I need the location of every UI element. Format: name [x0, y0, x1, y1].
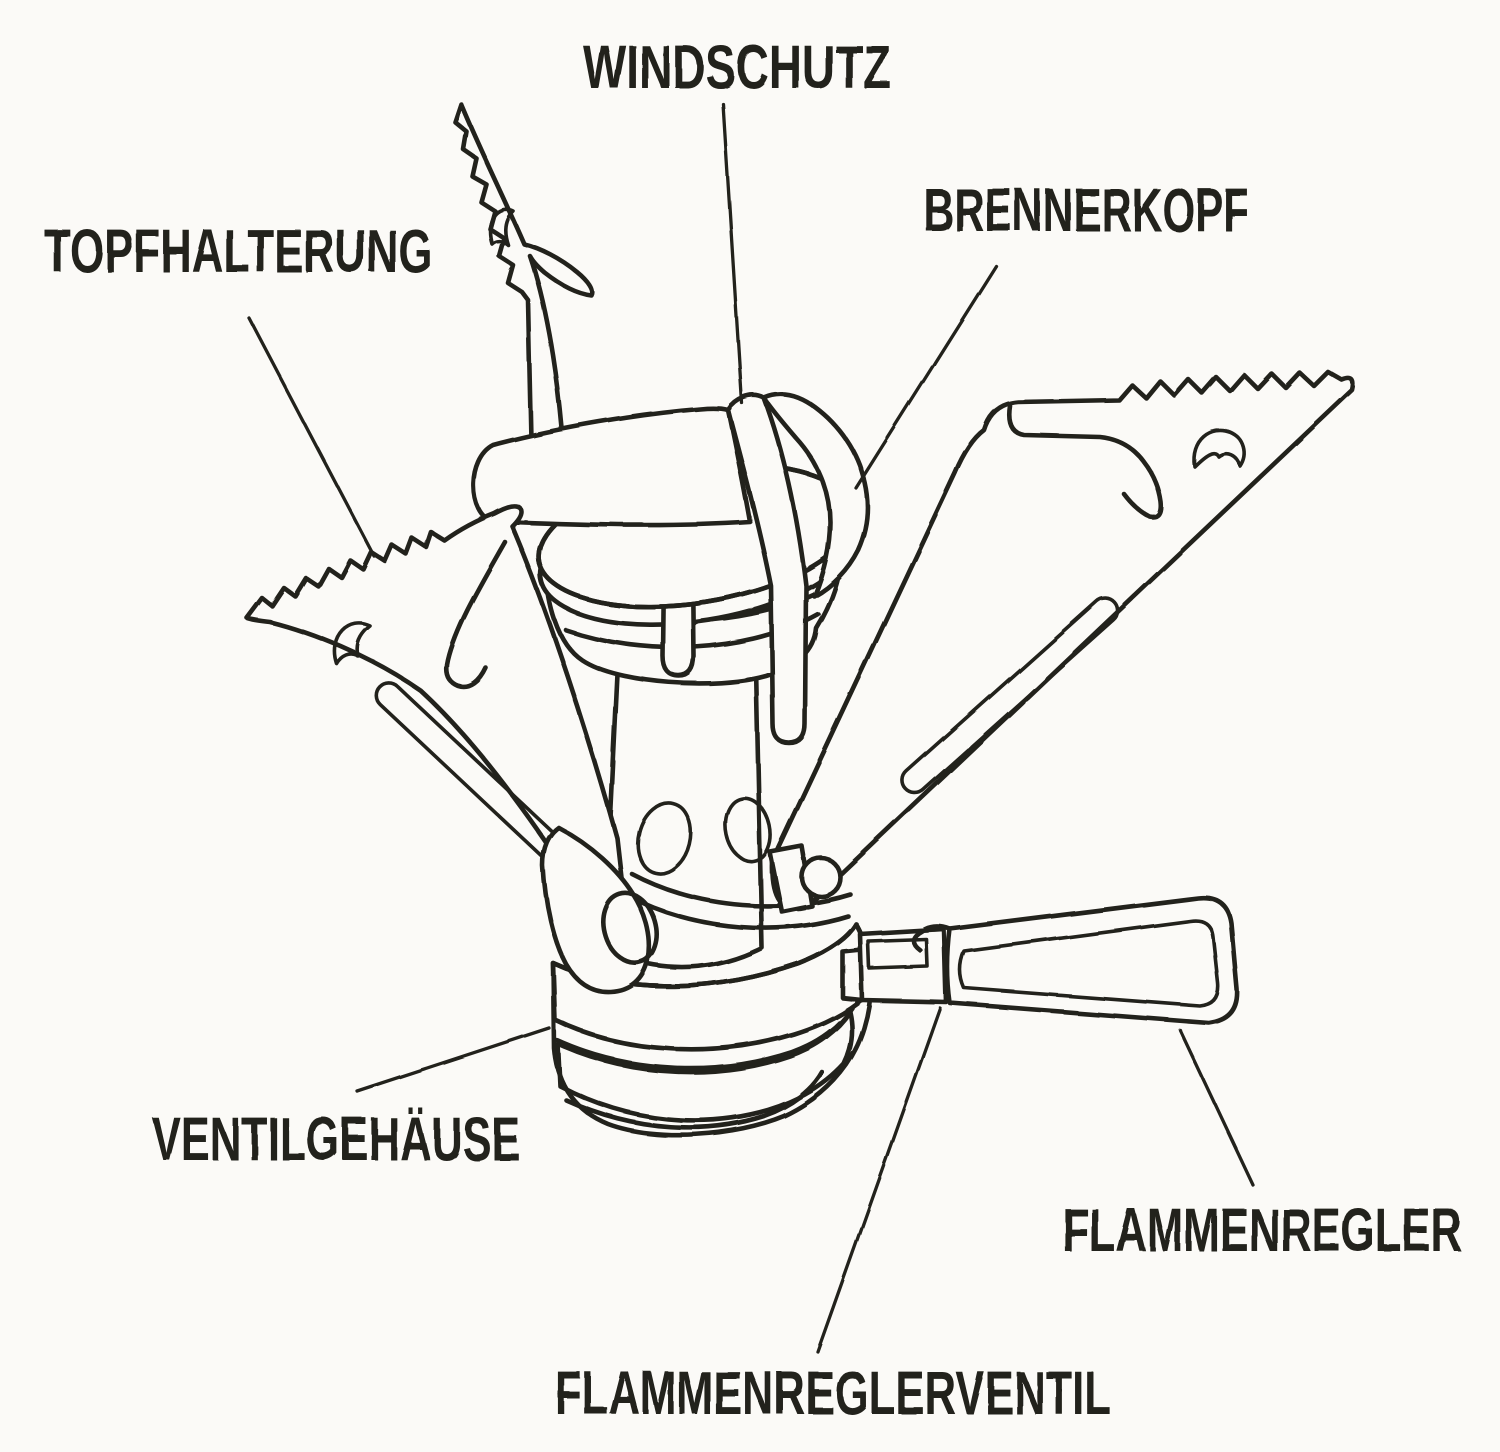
- pot-support-arm-left: [244, 503, 625, 909]
- leader-lines: [247, 102, 1255, 1354]
- leader-ventilgehaeuse: [355, 1026, 551, 1093]
- pot-support-arm-right: [769, 369, 1356, 912]
- label-topfhalterung: TOPFHALTERUNG: [44, 217, 432, 285]
- arm-right-cutout: [1191, 428, 1246, 468]
- arm-pivot-foot: [540, 825, 660, 995]
- arm-upper-cutout: [488, 207, 515, 247]
- arm-right-fold-line: [1007, 403, 1164, 520]
- label-windschutz: WINDSCHUTZ: [583, 33, 891, 101]
- leader-topfhalterung: [247, 316, 376, 558]
- arm-bracket: [767, 843, 843, 915]
- arm-left-fold-line: [444, 539, 508, 690]
- flame-regulator-handle: [911, 895, 1240, 1026]
- label-flammenregler: FLAMMENREGLER: [1062, 1196, 1462, 1264]
- flame-regulator-valve-connector: [840, 926, 949, 1005]
- leader-flammenregler: [1178, 1028, 1255, 1187]
- arm-right-slot: [900, 596, 1120, 795]
- leader-brennerkopf: [854, 264, 998, 490]
- rivet: [799, 855, 843, 899]
- tube-hole-left: [635, 800, 693, 876]
- label-brennerkopf: BRENNERKOPF: [924, 176, 1249, 244]
- leader-windschutz: [721, 102, 744, 405]
- pot-support-arm-upper: [452, 101, 595, 443]
- tube-collar: [625, 871, 853, 931]
- part-labels: WINDSCHUTZ TOPFHALTERUNG BRENNERKOPF VEN…: [44, 33, 1462, 1427]
- arm-left-cutout: [333, 621, 372, 666]
- valve-knurl-lower: [555, 1009, 855, 1123]
- handle-inner-edge: [958, 918, 1220, 1008]
- windscreen-band: [471, 392, 870, 746]
- windscreen-rear-band: [761, 392, 870, 599]
- leader-flammenreglerventil: [816, 1006, 942, 1354]
- pivot-hole: [600, 890, 660, 966]
- tube-hole-right: [723, 796, 773, 864]
- windscreen-front-band: [471, 406, 753, 528]
- label-flammenreglerventil: FLAMMENREGLERVENTIL: [555, 1359, 1111, 1427]
- label-ventilgehaeuse: VENTILGEHÄUSE: [152, 1105, 520, 1173]
